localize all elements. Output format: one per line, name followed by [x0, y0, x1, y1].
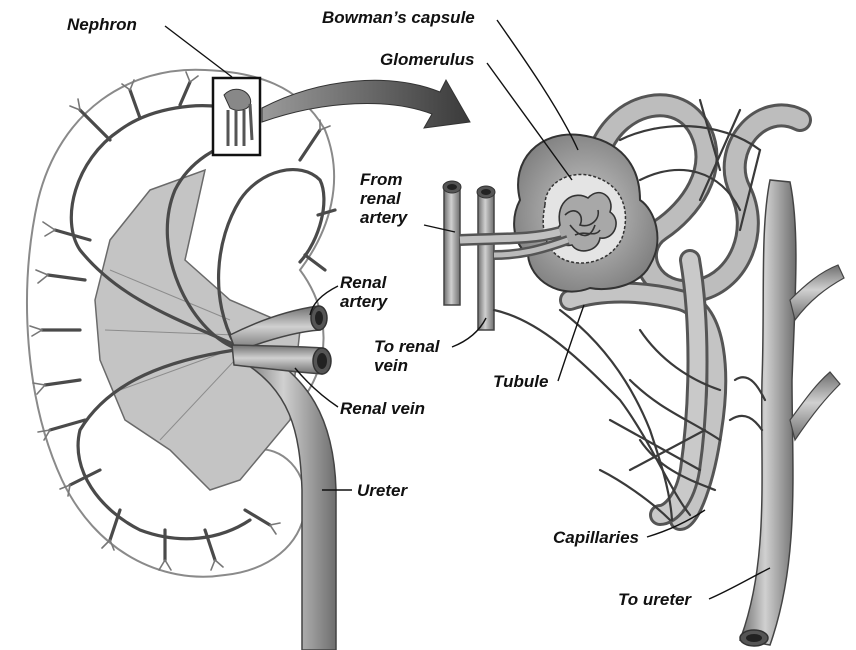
- label-to-ureter: To ureter: [618, 590, 691, 609]
- label-nephron: Nephron: [67, 15, 137, 34]
- label-capillaries: Capillaries: [553, 528, 639, 547]
- label-tubule: Tubule: [493, 372, 548, 391]
- label-to-renal-vein: To renal vein: [374, 337, 440, 375]
- label-from-renal-artery: From renal artery: [360, 170, 407, 227]
- to-renal-vein-tube: [478, 190, 494, 330]
- label-renal-artery: Renal artery: [340, 273, 387, 311]
- label-bowmans-capsule: Bowman’s capsule: [322, 8, 475, 27]
- kidney: [27, 70, 336, 650]
- label-glomerulus: Glomerulus: [380, 50, 474, 69]
- label-renal-vein: Renal vein: [340, 399, 425, 418]
- label-ureter: Ureter: [357, 481, 407, 500]
- from-renal-artery-tube: [444, 185, 460, 305]
